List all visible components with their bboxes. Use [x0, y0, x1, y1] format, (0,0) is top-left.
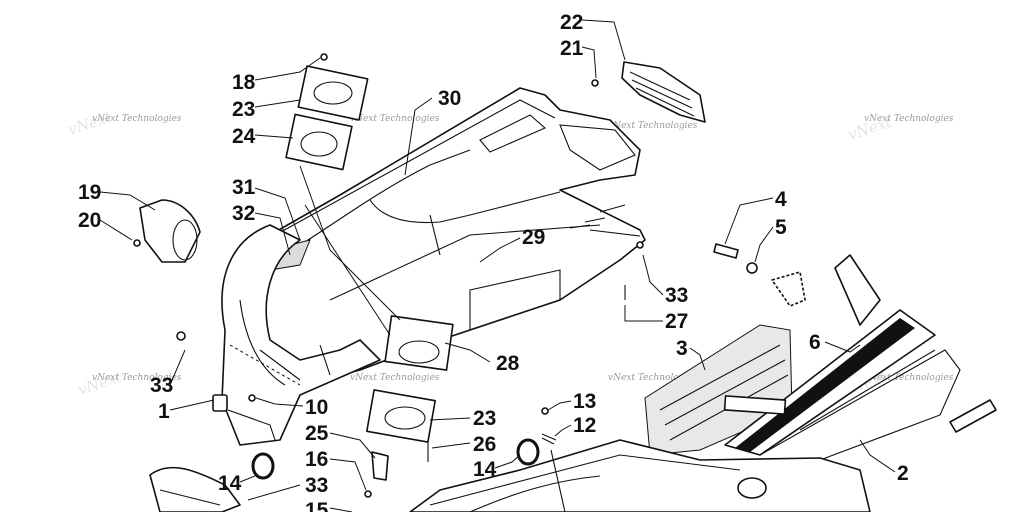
callout-33: 33 [305, 474, 328, 497]
lower-left-panel [149, 466, 241, 512]
watermark: vNext Technologies [864, 373, 954, 383]
watermark: vNext Technologies [608, 373, 698, 383]
callout-25: 25 [305, 422, 329, 445]
callout-labels: 22 21 18 23 24 30 19 20 31 32 29 4 5 33 … [78, 11, 909, 512]
callout-33: 33 [150, 374, 173, 397]
callout-18: 18 [232, 71, 256, 94]
watermark: vNext Technologies [608, 121, 698, 131]
leader-lines [99, 19, 896, 512]
callout-33: 33 [665, 284, 688, 307]
callout-2: 2 [897, 462, 909, 485]
callout-23: 23 [473, 407, 496, 430]
callout-4: 4 [775, 188, 787, 211]
callout-31: 31 [232, 176, 256, 199]
callout-26: 26 [473, 433, 496, 456]
bottom-pan [409, 395, 871, 512]
watermark: vNext Technologies [92, 373, 182, 383]
callout-19: 19 [78, 181, 101, 204]
inner-body-panel [230, 87, 646, 386]
hardware [176, 241, 806, 512]
callout-23: 23 [232, 98, 255, 121]
callout-20: 20 [78, 209, 101, 232]
callout-30: 30 [438, 87, 461, 110]
callout-12: 12 [573, 414, 596, 437]
callout-27: 27 [665, 310, 688, 333]
vent-plate-stack [285, 53, 369, 171]
left-fender-liner [212, 224, 381, 446]
side-decal [724, 254, 997, 461]
lower-vent-plate [366, 315, 454, 443]
callout-16: 16 [305, 448, 328, 471]
callout-1: 1 [158, 400, 170, 423]
callout-15: 15 [305, 499, 329, 512]
watermark: vNext Technologies [350, 114, 440, 124]
callout-6: 6 [809, 331, 821, 354]
side-vent-grille [591, 61, 706, 123]
callout-28: 28 [496, 352, 520, 375]
watermark: vNext Technologies [864, 114, 954, 124]
watermark: vNext Technologies [92, 114, 182, 124]
callout-10: 10 [305, 396, 328, 419]
callout-13: 13 [573, 390, 596, 413]
callout-5: 5 [775, 216, 787, 239]
callout-14: 14 [218, 472, 242, 495]
intake-boot [133, 199, 201, 263]
callout-22: 22 [560, 11, 583, 34]
callout-29: 29 [522, 226, 545, 249]
callout-14: 14 [473, 458, 497, 481]
callout-32: 32 [232, 202, 255, 225]
watermark: vNext Technologies [350, 373, 440, 383]
callout-3: 3 [676, 337, 688, 360]
callout-24: 24 [232, 125, 256, 148]
callout-21: 21 [560, 37, 584, 60]
